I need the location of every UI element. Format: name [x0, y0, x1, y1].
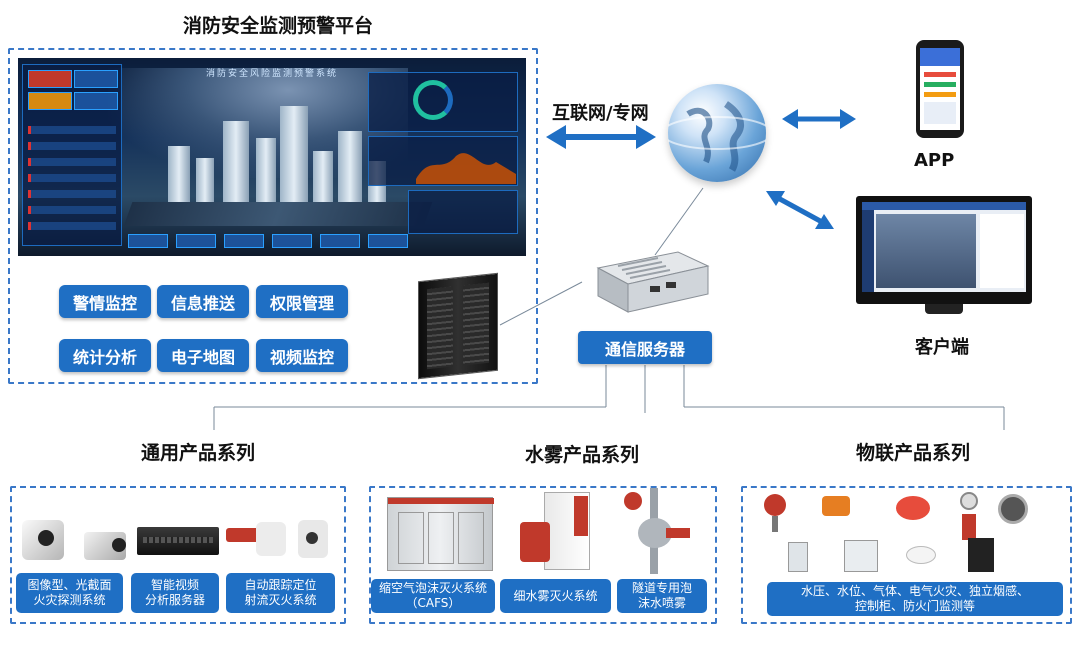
cabinet-server-line	[499, 281, 583, 326]
caption-tunnel-foam: 隧道专用泡 沫水喷雾	[617, 579, 707, 613]
globe-icon	[668, 84, 766, 182]
cafs-cabinet-image	[387, 497, 494, 571]
communication-server-label: 通信服务器	[578, 331, 712, 364]
caption-water-mist: 细水雾灭火系统	[500, 579, 611, 613]
monitor-stand	[925, 304, 963, 314]
general-series-box	[10, 486, 346, 624]
iot-devices-image	[760, 490, 1064, 578]
client-label: 客户端	[915, 337, 969, 358]
app-label: APP	[914, 150, 955, 171]
button-video-monitor[interactable]: 视频监控	[256, 339, 348, 372]
smartphone-image	[916, 40, 964, 138]
arrow-network-client	[766, 191, 834, 229]
tracking-nozzle-image	[226, 516, 332, 566]
platform-title: 消防安全监测预警平台	[183, 15, 374, 37]
caption-cafs: 缩空气泡沫灭火系统 （CAFS）	[371, 579, 495, 613]
arrow-platform-network	[546, 125, 656, 149]
iot-series-title: 物联产品系列	[856, 442, 971, 464]
general-series-title: 通用产品系列	[141, 442, 256, 464]
image-detector-product	[20, 516, 128, 566]
desktop-monitor-image	[856, 196, 1032, 304]
mist-series-title: 水雾产品系列	[525, 444, 640, 466]
network-label: 互联网/专网	[552, 103, 649, 124]
server-cabinet-image	[418, 272, 498, 380]
button-alarm-monitor[interactable]: 警情监控	[59, 285, 151, 318]
video-analysis-server-image	[137, 527, 219, 555]
dashboard-title: 消防安全风险监测预警系统	[205, 69, 338, 79]
button-electronic-map[interactable]: 电子地图	[157, 339, 249, 372]
caption-image-detector: 图像型、光截面 火灾探测系统	[16, 573, 123, 613]
button-statistics[interactable]: 统计分析	[59, 339, 151, 372]
tunnel-foam-spray-image	[622, 488, 692, 574]
caption-iot-monitoring: 水压、水位、气体、电气火灾、独立烟感、 控制柜、防火门监测等	[767, 582, 1063, 616]
button-permission-management[interactable]: 权限管理	[256, 285, 348, 318]
dashboard-screenshot: 消防安全风险监测预警系统	[18, 58, 526, 256]
server-globe-line	[654, 187, 704, 256]
iot-series-box	[741, 486, 1072, 624]
platform-box	[8, 48, 538, 384]
caption-video-analysis-server: 智能视频 分析服务器	[131, 573, 219, 613]
button-info-push[interactable]: 信息推送	[157, 285, 249, 318]
caption-tracking-extinguishing: 自动跟踪定位 射流灭火系统	[226, 573, 335, 613]
communication-server-image	[588, 248, 712, 316]
mist-series-box	[369, 486, 717, 624]
arrow-network-app	[782, 109, 856, 129]
water-mist-unit-image	[520, 492, 590, 570]
